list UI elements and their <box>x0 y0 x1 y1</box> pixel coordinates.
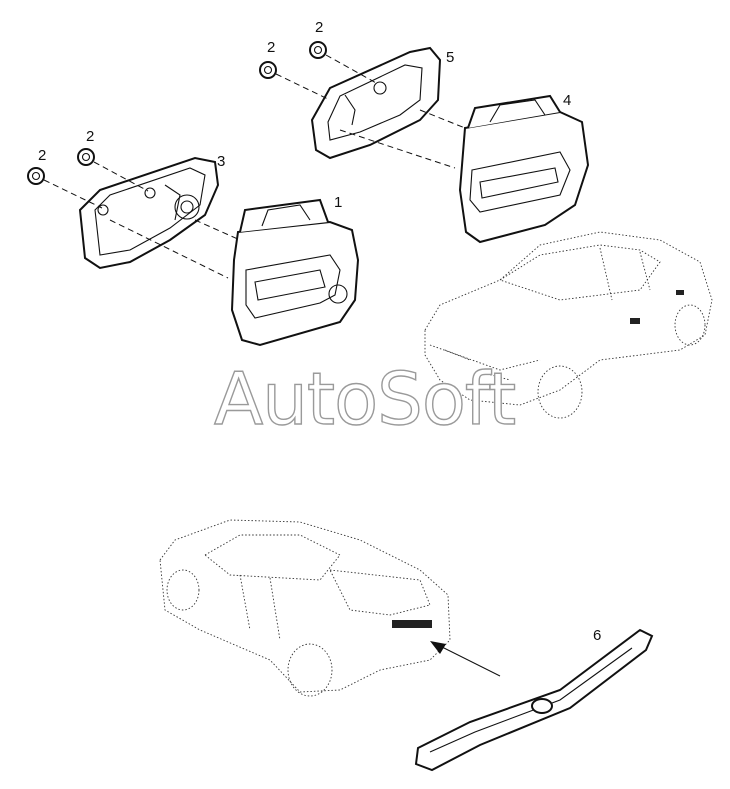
callout-5: 5 <box>446 49 454 66</box>
callout-2-rear-left: 2 <box>267 39 275 56</box>
rear-door-handle <box>458 94 590 244</box>
callout-1: 1 <box>334 194 342 211</box>
callout-4: 4 <box>563 92 571 109</box>
nut-front-2 <box>77 148 95 166</box>
nut-front-1 <box>27 167 45 185</box>
rear-handle-cover <box>310 46 442 160</box>
callout-2-front-left: 2 <box>38 147 46 164</box>
callout-2-rear-right: 2 <box>315 19 323 36</box>
tailgate-handle-strip <box>414 628 654 772</box>
callout-2-front-right: 2 <box>86 128 94 145</box>
front-handle-cover <box>78 156 220 270</box>
nut-rear-2 <box>309 41 327 59</box>
watermark: AutoSoft <box>214 357 515 441</box>
car-front-view <box>424 231 713 419</box>
nut-rear-1 <box>259 61 277 79</box>
car-rear-view <box>159 519 451 697</box>
callout-3: 3 <box>217 153 225 170</box>
front-door-handle <box>230 198 360 347</box>
callout-6: 6 <box>593 627 601 644</box>
